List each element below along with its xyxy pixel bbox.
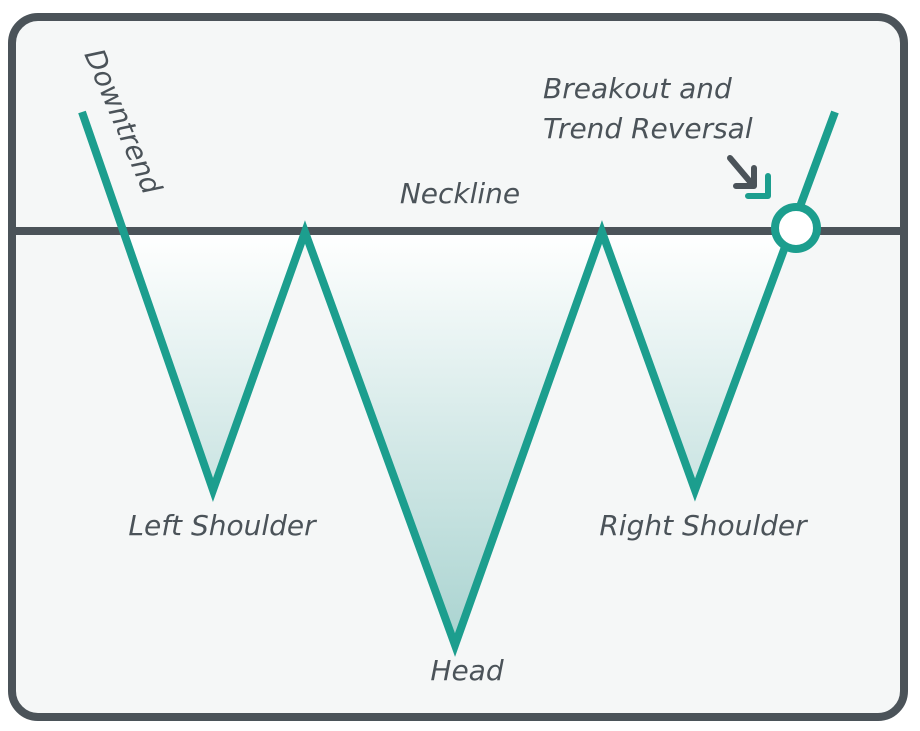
left-shoulder-area xyxy=(121,232,305,490)
left-shoulder-label: Left Shoulder xyxy=(128,509,317,542)
neckline-label: Neckline xyxy=(400,177,520,210)
right-shoulder-label: Right Shoulder xyxy=(599,509,808,542)
breakout-marker xyxy=(771,203,821,253)
breakout-label-line2: Trend Reversal xyxy=(543,112,753,145)
head-area xyxy=(305,232,602,645)
price-path-line xyxy=(78,110,839,657)
breakout-arrow-icon xyxy=(727,155,771,199)
right-shoulder-area xyxy=(602,232,787,490)
breakout-label-line1: Breakout and xyxy=(543,72,732,105)
head-label: Head xyxy=(430,654,503,687)
